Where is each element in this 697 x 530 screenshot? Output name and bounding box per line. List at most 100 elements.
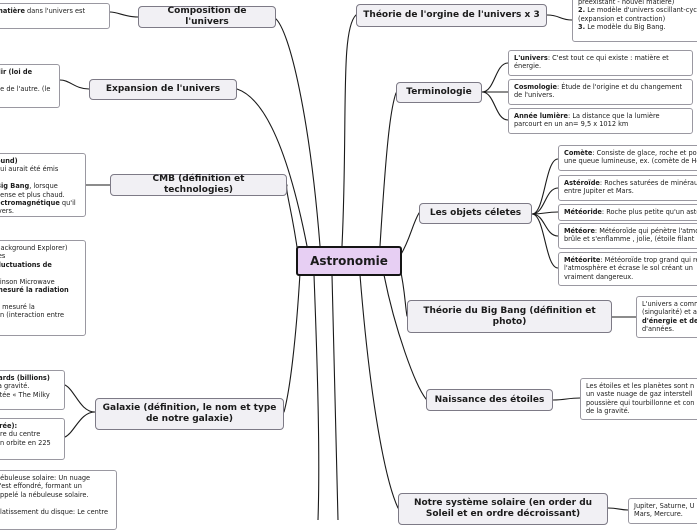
note-galaxie-1[interactable]: iards (billions) la gravité.ctée « The M… (0, 370, 65, 410)
note-text: l'atmosphère et écrase le sol créant un (564, 264, 693, 272)
note-line (0, 76, 54, 84)
note-text: Jupiter, Saturne, U (634, 502, 695, 510)
note-text: : Météoroïde trop grand qui ré (600, 256, 697, 264)
topic-label: Expansion de l'univers (106, 84, 220, 95)
note-bold-text: d'énergie et de m (642, 317, 697, 325)
topic-terminologie[interactable]: Terminologie (396, 82, 482, 103)
note-line: on orbite en 225 (0, 439, 59, 447)
topic-systeme-solaire[interactable]: Notre système solaire (en order du Solei… (398, 493, 608, 525)
note-line: appelé la nébuleuse solaire. (0, 491, 111, 499)
note-line: 2. Le modèle d'univers oscillant-cyc (578, 6, 697, 14)
note-expansion[interactable]: dir (loi de ne de l'autre. (le (0, 64, 60, 108)
note-text: ère du centre (0, 430, 40, 438)
note-text: : Roche plus petite qu'un asté (602, 208, 697, 216)
topic-objets-celestes[interactable]: Les objets céletes (419, 203, 532, 224)
note-bold-text: ectromagnétique (0, 199, 60, 207)
note-text: olatissement du disque: Le centre (0, 508, 108, 516)
topic-naissance-etoiles[interactable]: Naissance des étoiles (426, 389, 553, 411)
note-univers[interactable]: L'univers: C'est tout ce qui existe : ma… (508, 50, 693, 76)
note-text: les (0, 252, 5, 260)
note-bold-text: Météoride (564, 208, 602, 216)
note-text: qui aurait été émis (0, 165, 58, 173)
note-text: (singularité) et a (642, 308, 697, 316)
note-line: Background Explorer) (0, 244, 80, 252)
central-label: Astronomie (310, 254, 388, 268)
note-bold-text: fluctuations de (0, 261, 52, 269)
note-line: Jupiter, Saturne, U (634, 502, 697, 510)
topic-label: Théorie de l'orgine de l'univers x 3 (363, 10, 539, 21)
note-line: a mesuré la (0, 303, 80, 311)
note-line: poussière qui tourbillonne et con (586, 399, 697, 407)
note-text: poussière qui tourbillonne et con (586, 399, 694, 407)
note-text: : Consiste de glace, roche et po (592, 149, 696, 157)
note-line: une queue lumineuse, ex. (comète de Ho (564, 157, 697, 165)
note-line (0, 499, 111, 507)
note-line: rrée): (0, 422, 59, 430)
note-line: s'est effondré, formant un (0, 482, 111, 490)
note-text: appelé la nébuleuse solaire. (0, 491, 89, 499)
note-theorie-origine[interactable]: préexistant - nouvel matière)2. Le modèl… (572, 0, 697, 42)
note-bold-text: Cosmologie (514, 83, 557, 91)
note-bold-text: Année lumière (514, 112, 568, 120)
note-line: ectromagnétique qu'il (0, 199, 80, 207)
note-line: L'univers a comm (642, 300, 697, 308)
note-bold-text: matière (0, 7, 25, 15)
note-text: entre Jupiter et Mars. (564, 187, 634, 195)
note-text: Le modèle du Big Bang. (585, 23, 666, 31)
note-line: e (0, 174, 80, 182)
note-meteoride[interactable]: Météoride: Roche plus petite qu'un asté (558, 204, 697, 221)
note-line: ère du centre (0, 430, 59, 438)
topic-expansion[interactable]: Expansion de l'univers (89, 79, 237, 100)
note-bold-text: Astéroïde (564, 179, 600, 187)
note-text: on orbite en 225 (0, 439, 51, 447)
topic-theorie-origine[interactable]: Théorie de l'orgine de l'univers x 3 (356, 4, 547, 27)
note-line: Météoride: Roche plus petite qu'un asté (564, 208, 697, 216)
note-cosmologie[interactable]: Cosmologie: Étude de l'origine et du cha… (508, 79, 693, 105)
note-line: la gravité. (0, 382, 59, 390)
note-bold-text: Météorite (564, 256, 600, 264)
note-text: kinson Microwave (0, 278, 55, 286)
note-text: nébuleuse solaire: Un nuage (0, 474, 90, 482)
note-line: vraiment dangereux. (564, 273, 697, 281)
note-text: préexistant - nouvel matière) (578, 0, 674, 6)
topic-galaxie[interactable]: Galaxie (définition, le nom et type de n… (95, 398, 284, 430)
note-annee-lumiere[interactable]: Année lumière: La distance que la lumièr… (508, 108, 693, 134)
note-bold-text: Big Bang (0, 182, 29, 190)
note-line: d'années. (642, 325, 697, 333)
note-line: Mars, Mercure. (634, 510, 697, 518)
topic-label: Terminologie (406, 87, 471, 98)
note-line: L'univers: C'est tout ce qui existe : ma… (514, 54, 687, 71)
note-text: ctée « The Milky (0, 391, 50, 399)
note-wmap[interactable]: Background Explorer)les fluctuations de … (0, 240, 86, 336)
note-bold-text: rrée): (0, 422, 17, 430)
note-line: Comète: Consiste de glace, roche et po (564, 149, 697, 157)
note-cmb[interactable]: ound) qui aurait été émise Big Bang, lor… (0, 153, 86, 217)
note-line: fluctuations de (0, 261, 80, 269)
note-line: mesuré la radiation (0, 286, 80, 294)
note-text: ivers. (0, 207, 14, 215)
note-line: de la gravité. (586, 407, 697, 415)
note-text: ne de l'autre. (le (0, 85, 50, 93)
note-text: qu'il (60, 199, 76, 207)
note-composition[interactable]: matière dans l'univers est (0, 3, 110, 29)
note-text: on (interaction entre (0, 311, 64, 319)
note-text: a mesuré la (0, 303, 35, 311)
topic-composition[interactable]: Composition de l'univers (138, 6, 276, 28)
central-node[interactable]: Astronomie (296, 246, 402, 276)
note-line: olatissement du disque: Le centre (0, 508, 111, 516)
note-line: qui aurait été émis (0, 165, 80, 173)
note-line: un vaste nuage de gaz interstell (586, 390, 697, 398)
topic-cmb[interactable]: CMB (définition et technologies) (110, 174, 287, 196)
topic-big-bang[interactable]: Théorie du Big Bang (définition et photo… (407, 300, 612, 333)
note-line: Cosmologie: Étude de l'origine et du cha… (514, 83, 687, 100)
note-text: s'est effondré, formant un (0, 482, 82, 490)
